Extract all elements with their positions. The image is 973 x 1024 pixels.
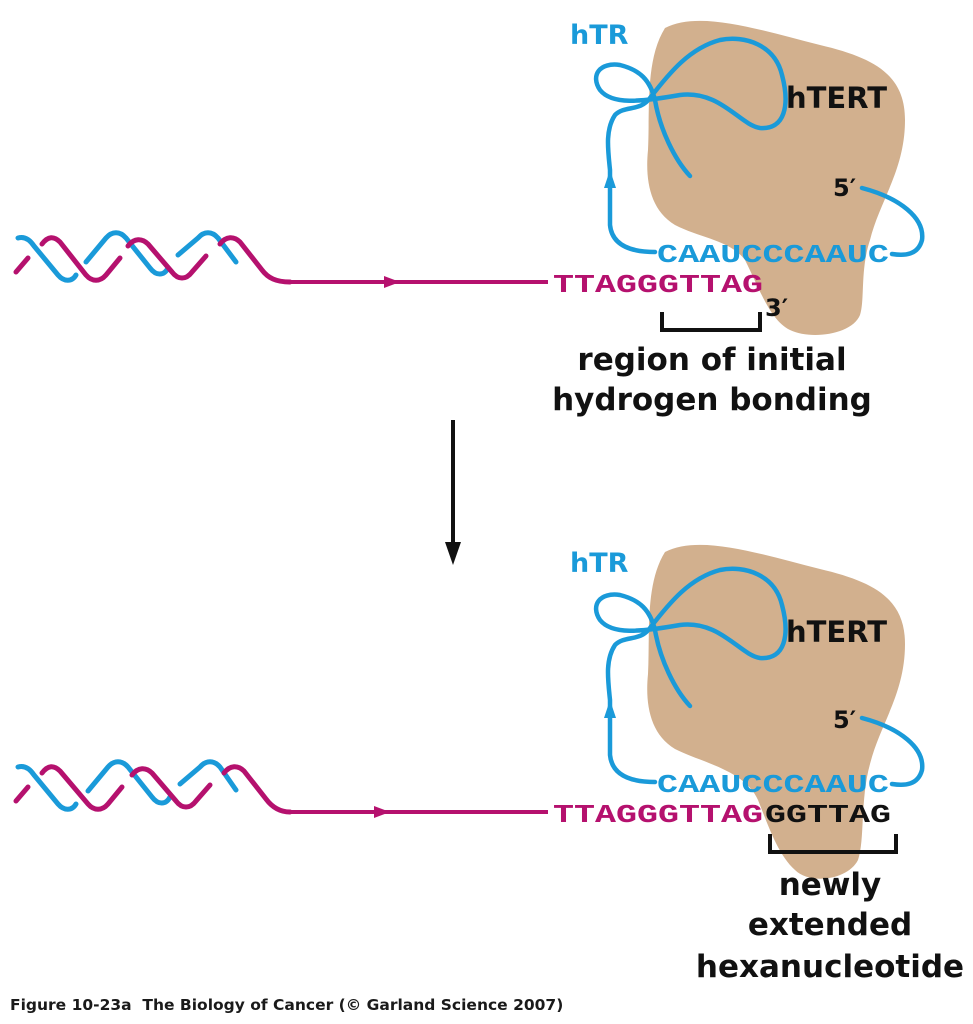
- dna-duplex: [13, 759, 548, 818]
- htert-label: hTERT: [786, 615, 887, 649]
- htr-5prime-tail: [859, 715, 925, 788]
- strand-direction-arrow-icon: [374, 806, 390, 818]
- three-prime-label: 3′: [765, 294, 788, 322]
- extended-sequence: GGTTAG: [765, 800, 891, 830]
- htr-5prime-tail: [859, 185, 925, 258]
- helix-magenta-strand: [13, 235, 293, 285]
- htr-label: hTR: [570, 548, 629, 579]
- htr-direction-arrow-icon: [604, 170, 616, 188]
- five-prime-label: 5′: [833, 174, 856, 202]
- htr-direction-arrow-icon: [604, 700, 616, 718]
- htert-label: hTERT: [786, 81, 887, 115]
- bonding-region-bracket: [660, 312, 762, 332]
- telomere-sequence: TTAGGGTTAG: [553, 800, 763, 830]
- bonding-caption-line2: hydrogen bonding: [552, 382, 872, 418]
- template-sequence: CAAUCCCAAUC: [657, 770, 889, 800]
- extension-bracket: [768, 834, 898, 854]
- htr-rna-strand: [593, 36, 788, 255]
- dna-duplex: [13, 230, 548, 288]
- down-arrow-icon: [445, 420, 461, 565]
- five-prime-label: 5′: [833, 706, 856, 734]
- template-sequence: CAAUCCCAAUC: [657, 240, 889, 270]
- figure-caption: Figure 10-23a The Biology of Cancer (© G…: [10, 996, 564, 1014]
- telomere-sequence: TTAGGGTTAG: [553, 270, 763, 300]
- extension-caption-line3: hexanucleotide: [696, 949, 964, 985]
- panel-top: hTR hTERT 5′ CAAUCCCAAUC TTAGGGTTAG 3′ r…: [13, 20, 925, 418]
- extension-caption-line1: newly: [779, 867, 882, 903]
- helix-magenta-strand: [13, 764, 293, 815]
- bonding-caption-line1: region of initial: [577, 342, 846, 378]
- helix-blue-strand: [15, 230, 239, 283]
- helix-blue-strand: [15, 759, 239, 812]
- strand-direction-arrow-icon: [384, 276, 400, 288]
- extension-caption-line2: extended: [748, 907, 912, 943]
- panel-bottom: hTR hTERT 5′ CAAUCCCAAUC TTAGGGTTAG GGTT…: [13, 544, 964, 985]
- htr-rna-strand: [593, 566, 788, 785]
- htr-label: hTR: [570, 20, 629, 51]
